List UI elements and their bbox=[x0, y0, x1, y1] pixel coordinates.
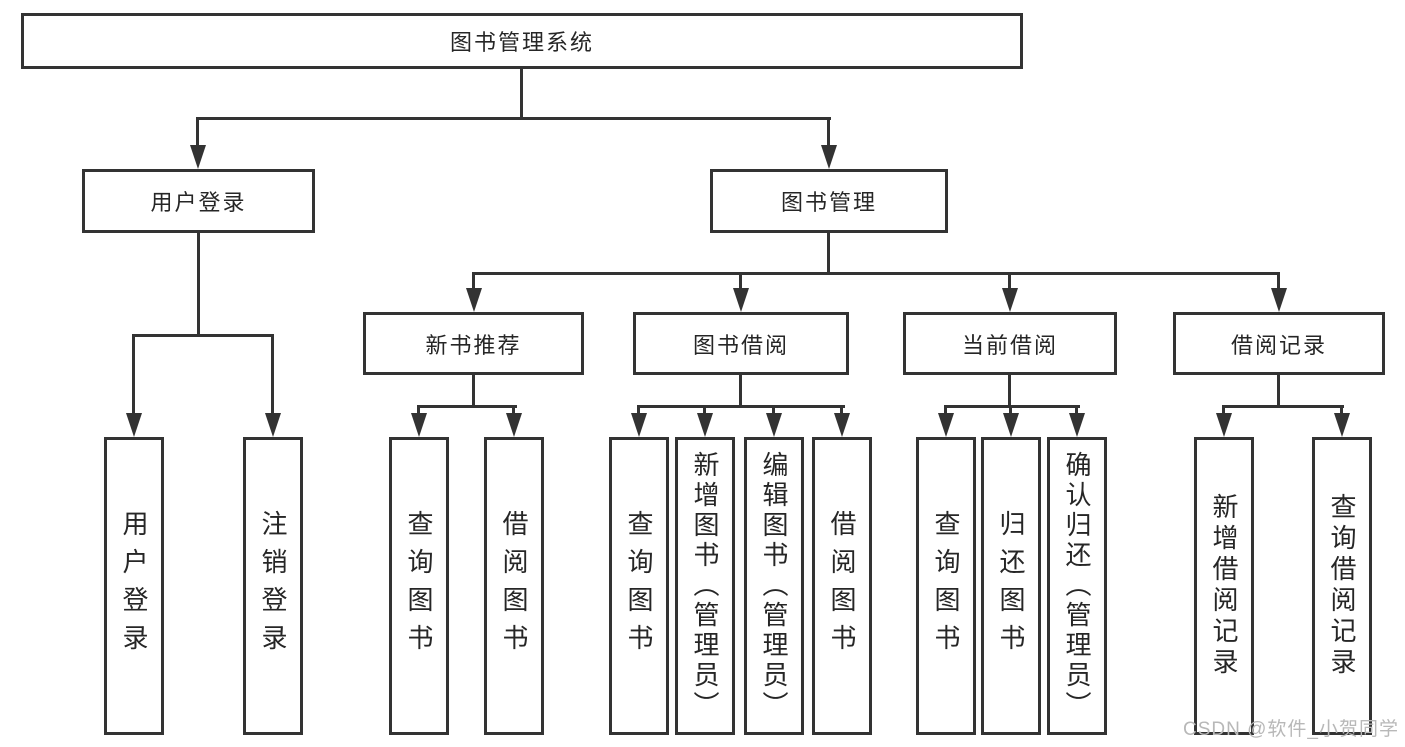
leaf-borrow-books-recommend: 借阅图书 bbox=[484, 437, 544, 735]
leaf-query-books-recommend: 查询图书 bbox=[389, 437, 449, 735]
arrowhead-down-icon bbox=[1069, 413, 1085, 437]
connector-drop-leaf bbox=[271, 334, 274, 415]
connector-drop-borrow-records bbox=[1277, 272, 1280, 291]
arrowhead-down-icon bbox=[1002, 288, 1018, 312]
arrowhead-down-icon bbox=[821, 145, 837, 169]
node-user-login-label: 用户登录 bbox=[150, 190, 247, 215]
node-root: 图书管理系统 bbox=[21, 13, 1023, 69]
node-book-borrow-label: 图书借阅 bbox=[692, 332, 789, 358]
arrowhead-down-icon bbox=[1334, 413, 1350, 437]
leaf-label: 确认归还（管理员） bbox=[1062, 451, 1092, 721]
arrowhead-down-icon bbox=[631, 413, 647, 437]
connector-book-management-trunk bbox=[827, 233, 830, 275]
connector-drop-leaf bbox=[703, 405, 706, 417]
connector-trunk bbox=[1277, 375, 1280, 408]
leaf-label: 编辑图书（管理员） bbox=[759, 451, 789, 721]
leaf-label: 查询借阅记录 bbox=[1327, 493, 1357, 679]
node-current-borrow-label: 当前借阅 bbox=[961, 332, 1058, 358]
connector-trunk bbox=[472, 375, 475, 408]
arrowhead-down-icon bbox=[834, 413, 850, 437]
leaf-add-borrow-record: 新增借阅记录 bbox=[1194, 437, 1254, 735]
leaf-label: 注销登录 bbox=[258, 510, 288, 662]
arrowhead-down-icon bbox=[126, 413, 142, 437]
leaf-edit-books-admin: 编辑图书（管理员） bbox=[744, 437, 804, 735]
connector-bar bbox=[417, 405, 517, 408]
node-user-login: 用户登录 bbox=[82, 169, 315, 233]
connector-drop-leaf bbox=[840, 405, 843, 417]
arrowhead-down-icon bbox=[1003, 413, 1019, 437]
leaf-query-borrow-record: 查询借阅记录 bbox=[1312, 437, 1372, 735]
arrowhead-down-icon bbox=[766, 413, 782, 437]
connector-drop-leaf bbox=[637, 405, 640, 417]
connector-bar bbox=[944, 405, 1080, 408]
node-new-book-recommend-label: 新书推荐 bbox=[425, 332, 522, 358]
connector-drop-leaf bbox=[512, 405, 515, 417]
connector-drop-leaf bbox=[132, 334, 135, 415]
arrowhead-down-icon bbox=[1271, 288, 1287, 312]
connector-trunk bbox=[1008, 375, 1011, 408]
connector-root-trunk bbox=[520, 69, 523, 119]
csdn-watermark: CSDN @软件_小贺同学 bbox=[1183, 719, 1399, 740]
leaf-user-login: 用户登录 bbox=[104, 437, 164, 735]
arrowhead-down-icon bbox=[1216, 413, 1232, 437]
connector-user-login-trunk bbox=[197, 233, 200, 337]
arrowhead-down-icon bbox=[733, 288, 749, 312]
connector-drop-current-borrow bbox=[1008, 272, 1011, 291]
connector-drop-user-login bbox=[196, 117, 199, 148]
leaf-label: 新增借阅记录 bbox=[1209, 493, 1239, 679]
connector-drop-leaf bbox=[1075, 405, 1078, 417]
connector-drop-book-borrow bbox=[739, 272, 742, 291]
connector-drop-leaf bbox=[944, 405, 947, 417]
leaf-borrow-books: 借阅图书 bbox=[812, 437, 872, 735]
connector-drop-leaf bbox=[1222, 405, 1225, 417]
connector-drop-new-book bbox=[472, 272, 475, 291]
arrowhead-down-icon bbox=[938, 413, 954, 437]
connector-trunk bbox=[739, 375, 742, 408]
leaf-label: 借阅图书 bbox=[827, 510, 857, 662]
arrowhead-down-icon bbox=[466, 288, 482, 312]
node-book-management-label: 图书管理 bbox=[780, 190, 877, 215]
connector-drop-leaf bbox=[1340, 405, 1343, 417]
arrowhead-down-icon bbox=[265, 413, 281, 437]
connector-drop-leaf bbox=[772, 405, 775, 417]
node-book-borrow: 图书借阅 bbox=[633, 312, 849, 375]
connector-bar bbox=[1222, 405, 1344, 408]
leaf-label: 用户登录 bbox=[119, 510, 149, 662]
leaf-label: 归还图书 bbox=[996, 510, 1026, 662]
leaf-label: 借阅图书 bbox=[499, 510, 529, 662]
leaf-confirm-return-admin: 确认归还（管理员） bbox=[1047, 437, 1107, 735]
arrowhead-down-icon bbox=[506, 413, 522, 437]
leaf-add-books-admin: 新增图书（管理员） bbox=[675, 437, 735, 735]
connector-user-login-bar bbox=[132, 334, 274, 337]
node-book-management: 图书管理 bbox=[710, 169, 948, 233]
arrowhead-down-icon bbox=[190, 145, 206, 169]
node-current-borrow: 当前借阅 bbox=[903, 312, 1117, 375]
leaf-label: 新增图书（管理员） bbox=[690, 451, 720, 721]
connector-drop-leaf bbox=[1009, 405, 1012, 417]
leaf-label: 查询图书 bbox=[624, 510, 654, 662]
leaf-query-books-borrow: 查询图书 bbox=[609, 437, 669, 735]
arrowhead-down-icon bbox=[411, 413, 427, 437]
leaf-label: 查询图书 bbox=[931, 510, 961, 662]
connector-drop-book-management bbox=[827, 117, 830, 148]
node-new-book-recommend: 新书推荐 bbox=[363, 312, 584, 375]
connector-bar bbox=[637, 405, 845, 408]
leaf-return-books: 归还图书 bbox=[981, 437, 1041, 735]
arrowhead-down-icon bbox=[697, 413, 713, 437]
node-borrow-records: 借阅记录 bbox=[1173, 312, 1385, 375]
connector-level2-bar bbox=[196, 117, 831, 120]
connector-drop-leaf bbox=[417, 405, 420, 417]
node-root-label: 图书管理系统 bbox=[449, 30, 594, 55]
leaf-query-books-current: 查询图书 bbox=[916, 437, 976, 735]
connector-level3-bar bbox=[472, 272, 1280, 275]
leaf-logout: 注销登录 bbox=[243, 437, 303, 735]
node-borrow-records-label: 借阅记录 bbox=[1230, 332, 1327, 358]
leaf-label: 查询图书 bbox=[404, 510, 434, 662]
